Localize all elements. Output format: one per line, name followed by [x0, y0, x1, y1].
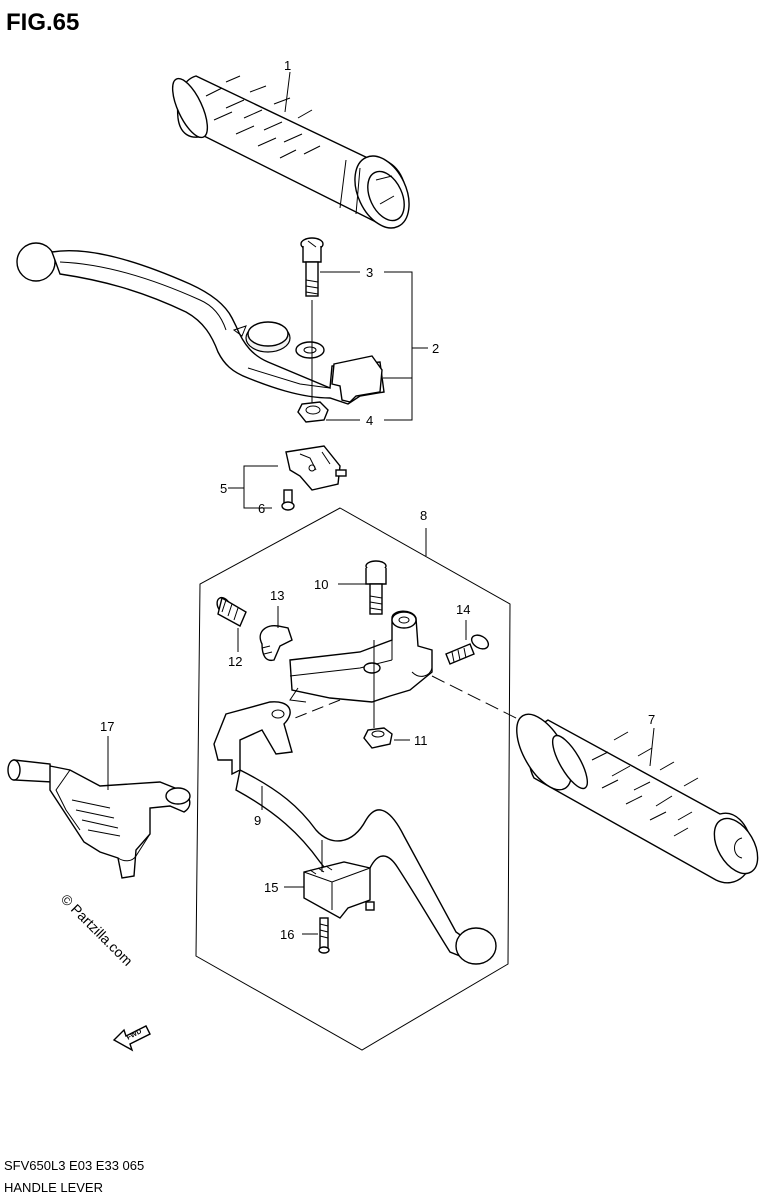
- footer-name: HANDLE LEVER: [4, 1180, 103, 1195]
- callout-7: 7: [648, 712, 655, 727]
- callout-14: 14: [456, 602, 470, 617]
- part-11-nut: [363, 727, 393, 749]
- bracket-2: [384, 271, 428, 421]
- callout-1: 1: [284, 58, 291, 73]
- part-12-adjuster: [216, 596, 247, 627]
- callout-11: 11: [414, 733, 428, 748]
- part-3-pivot-bolt: [300, 237, 324, 297]
- part-4-nut: [297, 401, 329, 423]
- assembly-8-outline: [195, 507, 511, 1051]
- part-15-clutch-switch: [303, 861, 375, 919]
- callout-3: 3: [366, 265, 373, 280]
- callout-12: 12: [228, 654, 242, 669]
- part-2-brake-lever: [16, 242, 385, 405]
- callout-8: 8: [420, 508, 427, 523]
- watermark-text: © Partzilla.com: [58, 891, 136, 969]
- callout-9: 9: [254, 813, 261, 828]
- figure-title: FIG.65: [6, 9, 79, 36]
- clutch-lever-holder: [289, 610, 433, 703]
- leader-1: [284, 71, 291, 113]
- callout-16: 16: [280, 927, 294, 942]
- part-13-clip: [259, 625, 293, 662]
- part-5-brake-switch: [285, 445, 347, 491]
- leader-7: [649, 727, 655, 767]
- fwd-arrow-icon: FWD: [112, 1025, 151, 1052]
- part-10-bolt: [365, 560, 387, 615]
- part-14-bolt: [445, 634, 490, 665]
- part-16-screw: [318, 917, 330, 954]
- part-6-screw: [281, 489, 295, 511]
- part-17-cable-holder: [7, 759, 191, 879]
- part-9-clutch-lever: [213, 701, 497, 965]
- callout-17: 17: [100, 719, 114, 734]
- callout-13: 13: [270, 588, 284, 603]
- callout-6: 6: [258, 501, 265, 516]
- alignment-line-9: [289, 699, 341, 721]
- part-7-grip: [516, 713, 759, 884]
- callout-15: 15: [264, 880, 278, 895]
- part-1-throttle-grip: [171, 75, 410, 229]
- callout-4: 4: [366, 413, 373, 428]
- bracket-5: [228, 465, 278, 509]
- callout-10: 10: [314, 577, 328, 592]
- callout-5: 5: [220, 481, 227, 496]
- footer-code: SFV650L3 E03 E33 065: [4, 1158, 144, 1173]
- callout-2: 2: [432, 341, 439, 356]
